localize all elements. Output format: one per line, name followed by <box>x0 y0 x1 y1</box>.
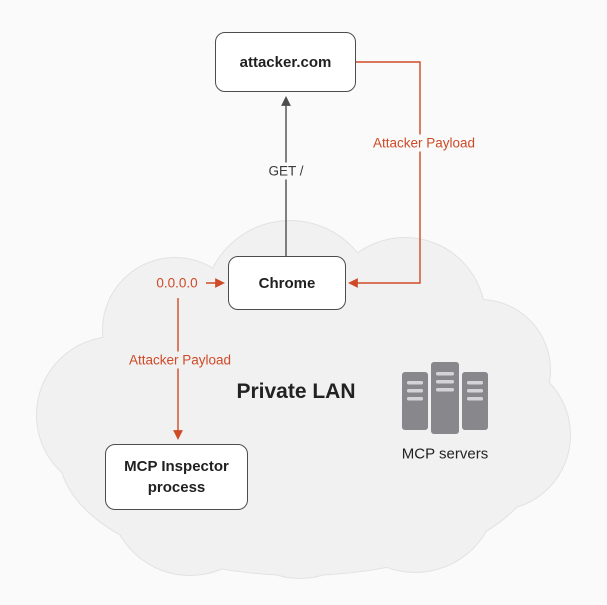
node-attacker-com-label: attacker.com <box>239 53 332 71</box>
label-private-lan: Private LAN <box>236 380 356 403</box>
node-mcp-inspector-label-line1: MCP Inspector <box>124 458 229 475</box>
label-attacker-payload-internal: Attacker Payload <box>124 351 236 369</box>
server-tower <box>431 362 459 434</box>
label-get-request: GET / <box>264 162 308 180</box>
label-attacker-payload-external: Attacker Payload <box>368 134 480 152</box>
node-mcp-inspector-label-line2: process <box>147 479 206 496</box>
node-chrome: Chrome <box>228 256 346 310</box>
server-tower <box>462 372 488 430</box>
server-rack-icon <box>402 362 488 434</box>
node-attacker-com: attacker.com <box>215 32 356 92</box>
node-chrome-label: Chrome <box>258 274 316 292</box>
node-mcp-inspector: MCP Inspector process <box>105 444 248 510</box>
server-tower <box>402 372 428 430</box>
label-bind-address: 0.0.0.0 <box>156 275 198 291</box>
label-mcp-servers: MCP servers <box>401 445 489 463</box>
arrow-attacker-payload-external <box>348 61 421 288</box>
